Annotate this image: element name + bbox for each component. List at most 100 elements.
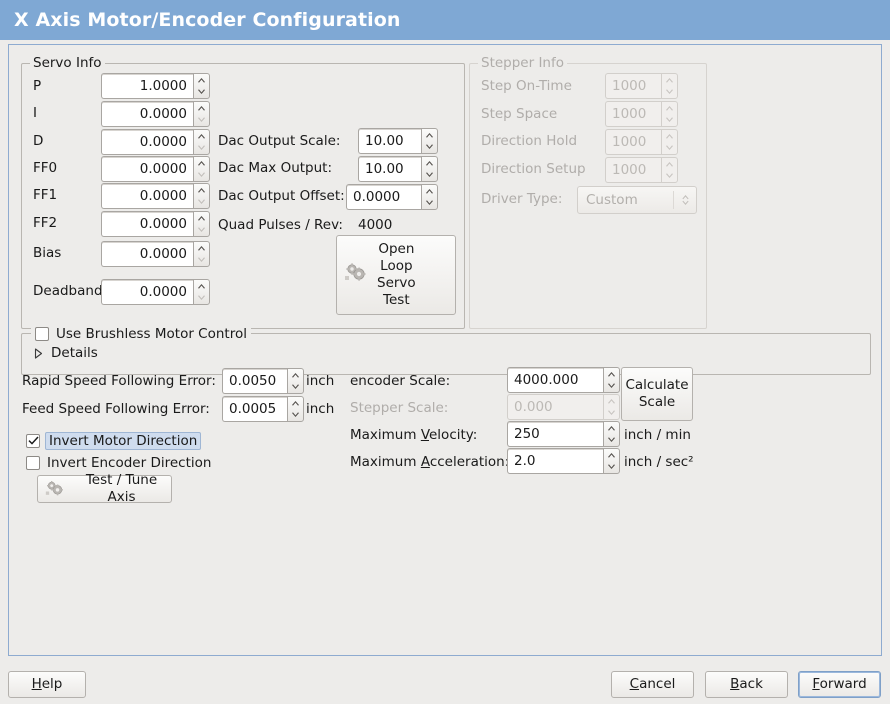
stepper-scale-spinner[interactable] [603, 394, 620, 420]
servo-input-ff0-value[interactable]: 0.0000 [101, 156, 193, 182]
spinner-down-icon[interactable] [662, 86, 677, 98]
maximum-acceleration-input[interactable]: 2.0 [507, 448, 620, 474]
feed-speed-following-error-value[interactable]: 0.0005 [222, 396, 287, 422]
maximum-velocity-value[interactable]: 250 [507, 421, 603, 447]
spinner-up-icon[interactable] [194, 130, 209, 142]
servo-input-d[interactable]: 0.0000 [101, 129, 210, 155]
dac-output-scale-value[interactable]: 10.00 [358, 128, 421, 154]
spinner-up-icon[interactable] [194, 212, 209, 224]
calculate-scale-button[interactable]: Calculate Scale [621, 367, 693, 421]
step-space-input[interactable]: 1000 [605, 101, 678, 127]
spinner-down-icon[interactable] [194, 169, 209, 181]
encoder-scale-input[interactable]: 4000.000 [507, 367, 620, 393]
servo-input-ff0-spinner[interactable] [193, 156, 210, 182]
open-loop-servo-test-button[interactable]: Open Loop Servo Test [336, 235, 456, 315]
spinner-up-icon[interactable] [422, 157, 437, 169]
spinner-down-icon[interactable] [662, 170, 677, 182]
spinner-down-icon[interactable] [288, 409, 303, 421]
direction-setup-input[interactable]: 1000 [605, 157, 678, 183]
cancel-button[interactable]: Cancel [611, 671, 694, 698]
checkbox-box[interactable] [26, 455, 40, 470]
step-on-time-value[interactable]: 1000 [605, 73, 661, 99]
step-on-time-spinner[interactable] [661, 73, 678, 99]
details-expander[interactable]: Details [31, 343, 98, 363]
maximum-velocity-input[interactable]: 250 [507, 421, 620, 447]
spinner-down-icon[interactable] [194, 196, 209, 208]
direction-setup-spinner[interactable] [661, 157, 678, 183]
spinner-down-icon[interactable] [662, 142, 677, 154]
rapid-speed-spinner[interactable] [287, 368, 304, 394]
servo-input-p[interactable]: 1.0000 [101, 73, 210, 99]
direction-setup-value[interactable]: 1000 [605, 157, 661, 183]
spinner-down-icon[interactable] [604, 407, 619, 419]
direction-hold-value[interactable]: 1000 [605, 129, 661, 155]
spinner-up-icon[interactable] [194, 74, 209, 86]
servo-input-deadband[interactable]: 0.0000 [101, 279, 210, 305]
servo-input-ff2-spinner[interactable] [193, 211, 210, 237]
servo-input-deadband-spinner[interactable] [193, 279, 210, 305]
spinner-down-icon[interactable] [422, 169, 437, 181]
spinner-up-icon[interactable] [662, 74, 677, 86]
invert-encoder-direction-checkbox[interactable]: Invert Encoder Direction [26, 453, 211, 472]
servo-input-d-spinner[interactable] [193, 129, 210, 155]
dac-max-output-input[interactable]: 10.00 [358, 156, 438, 182]
servo-input-ff0[interactable]: 0.0000 [101, 156, 210, 182]
forward-button[interactable]: Forward [798, 671, 881, 698]
help-button[interactable]: Help [8, 671, 86, 698]
maximum-acceleration-spinner[interactable] [603, 448, 620, 474]
servo-input-i[interactable]: 0.0000 [101, 101, 210, 127]
spinner-up-icon[interactable] [194, 242, 209, 254]
spinner-up-icon[interactable] [422, 129, 437, 141]
dac-max-output-spinner[interactable] [421, 156, 438, 182]
spinner-up-icon[interactable] [662, 130, 677, 142]
servo-input-ff2-value[interactable]: 0.0000 [101, 211, 193, 237]
maximum-velocity-spinner[interactable] [603, 421, 620, 447]
spinner-up-icon[interactable] [288, 397, 303, 409]
spinner-up-icon[interactable] [662, 158, 677, 170]
servo-input-ff1-value[interactable]: 0.0000 [101, 183, 193, 209]
dac-output-offset-value[interactable]: 0.0000 [346, 184, 421, 210]
back-button[interactable]: Back [705, 671, 788, 698]
invert-motor-direction-checkbox[interactable]: Invert Motor Direction [26, 431, 202, 450]
direction-hold-input[interactable]: 1000 [605, 129, 678, 155]
step-on-time-input[interactable]: 1000 [605, 73, 678, 99]
dac-output-offset-spinner[interactable] [421, 184, 438, 210]
spinner-down-icon[interactable] [288, 381, 303, 393]
spinner-down-icon[interactable] [662, 114, 677, 126]
spinner-down-icon[interactable] [604, 461, 619, 473]
spinner-down-icon[interactable] [422, 141, 437, 153]
checkbox-box[interactable] [35, 327, 49, 341]
driver-type-combobox[interactable]: Custom [577, 186, 697, 214]
maximum-acceleration-value[interactable]: 2.0 [507, 448, 603, 474]
spinner-up-icon[interactable] [662, 102, 677, 114]
servo-input-ff1-spinner[interactable] [193, 183, 210, 209]
spinner-up-icon[interactable] [194, 280, 209, 292]
servo-input-deadband-value[interactable]: 0.0000 [101, 279, 193, 305]
dac-output-scale-input[interactable]: 10.00 [358, 128, 438, 154]
spinner-up-icon[interactable] [604, 368, 619, 380]
spinner-down-icon[interactable] [604, 434, 619, 446]
rapid-speed-following-error-input[interactable]: 0.0050 [222, 368, 304, 394]
spinner-down-icon[interactable] [194, 142, 209, 154]
spinner-up-icon[interactable] [604, 395, 619, 407]
dac-output-scale-spinner[interactable] [421, 128, 438, 154]
spinner-down-icon[interactable] [194, 114, 209, 126]
step-space-value[interactable]: 1000 [605, 101, 661, 127]
spinner-down-icon[interactable] [422, 197, 437, 209]
stepper-scale-value[interactable]: 0.000 [507, 394, 603, 420]
rapid-speed-following-error-value[interactable]: 0.0050 [222, 368, 287, 394]
test-tune-axis-button[interactable]: Test / Tune Axis [37, 472, 172, 505]
stepper-scale-input[interactable]: 0.000 [507, 394, 620, 420]
encoder-scale-value[interactable]: 4000.000 [507, 367, 603, 393]
spinner-up-icon[interactable] [194, 184, 209, 196]
servo-input-i-spinner[interactable] [193, 101, 210, 127]
servo-input-bias-value[interactable]: 0.0000 [101, 241, 193, 267]
encoder-scale-spinner[interactable] [603, 367, 620, 393]
servo-input-d-value[interactable]: 0.0000 [101, 129, 193, 155]
dac-max-output-value[interactable]: 10.00 [358, 156, 421, 182]
servo-input-p-spinner[interactable] [193, 73, 210, 99]
servo-input-p-value[interactable]: 1.0000 [101, 73, 193, 99]
servo-input-i-value[interactable]: 0.0000 [101, 101, 193, 127]
spinner-down-icon[interactable] [194, 292, 209, 304]
servo-input-bias[interactable]: 0.0000 [101, 241, 210, 267]
